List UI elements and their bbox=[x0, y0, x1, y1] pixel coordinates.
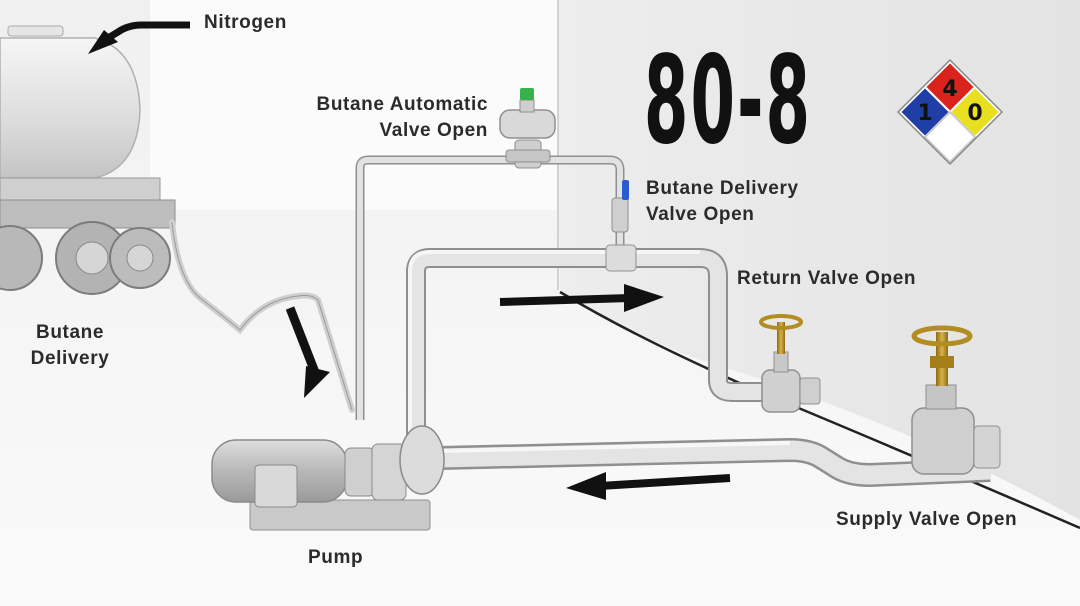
pump-assembly bbox=[211, 425, 445, 531]
return-valve-stem bbox=[777, 322, 785, 354]
label-butane-delivery: Butane Delivery bbox=[18, 320, 122, 372]
supply-valve-handwheel bbox=[911, 325, 973, 347]
return-line-pipe bbox=[406, 248, 810, 440]
nfpa-outline bbox=[896, 58, 1004, 166]
tank-number: 80-8 bbox=[644, 30, 812, 171]
label-butane-automatic-valve-line1: Butane Automatic bbox=[316, 94, 488, 115]
supply-line-pipe bbox=[439, 438, 991, 487]
pump-base bbox=[249, 499, 431, 531]
butane-automatic-valve bbox=[499, 88, 556, 169]
tanker-frame bbox=[0, 177, 161, 201]
nfpa-special-quadrant bbox=[923, 110, 977, 164]
label-pump: Pump bbox=[308, 547, 364, 568]
truck-wheel-hub bbox=[75, 241, 109, 275]
background-wall-left bbox=[150, 0, 560, 210]
nitrogen-pointer-arrow bbox=[88, 21, 190, 54]
pump-junction-box bbox=[254, 464, 298, 508]
return-line-flange bbox=[605, 244, 637, 272]
nitrogen-tanker-truck bbox=[0, 25, 176, 295]
nfpa-instability-value: 0 bbox=[967, 101, 982, 126]
nfpa-hazard-diamond: 4 1 0 bbox=[896, 58, 1004, 166]
label-butane-delivery-valve-line2: Valve Open bbox=[646, 204, 755, 225]
truck-wheel bbox=[0, 225, 43, 291]
butane-delivery-hose-edge bbox=[171, 221, 353, 411]
flow-arrow-supply bbox=[566, 472, 731, 500]
return-valve bbox=[759, 314, 821, 413]
delivery-valve-handle bbox=[622, 180, 629, 200]
tanker-top-rail bbox=[7, 25, 64, 37]
flow-arrow-return bbox=[499, 284, 664, 312]
label-nitrogen: Nitrogen bbox=[204, 12, 287, 33]
label-butane-delivery-valve: Butane Delivery Valve Open bbox=[646, 176, 799, 228]
pump-volute bbox=[399, 425, 445, 495]
flow-arrow-delivery bbox=[285, 306, 330, 398]
nfpa-health-value: 1 bbox=[917, 101, 932, 126]
tanker-body bbox=[0, 37, 141, 179]
nfpa-flammability-value: 4 bbox=[942, 77, 957, 102]
supply-valve bbox=[911, 325, 1001, 475]
label-supply-valve: Supply Valve Open bbox=[836, 509, 1018, 530]
label-butane-delivery-valve-line1: Butane Delivery bbox=[646, 178, 799, 199]
pump-coupling bbox=[344, 447, 376, 497]
label-return-valve: Return Valve Open bbox=[737, 268, 917, 289]
truck-wheel-hub bbox=[126, 244, 154, 272]
label-butane-delivery-line2: Delivery bbox=[30, 348, 110, 369]
butane-delivery-valve bbox=[611, 180, 629, 233]
auto-valve-indicator bbox=[520, 88, 534, 100]
label-butane-delivery-line1: Butane bbox=[36, 322, 104, 343]
label-butane-automatic-valve-line2: Valve Open bbox=[379, 120, 488, 141]
automatic-valve-piping bbox=[355, 155, 625, 420]
return-valve-handwheel bbox=[759, 314, 803, 330]
label-butane-automatic-valve: Butane Automatic Valve Open bbox=[317, 92, 488, 144]
